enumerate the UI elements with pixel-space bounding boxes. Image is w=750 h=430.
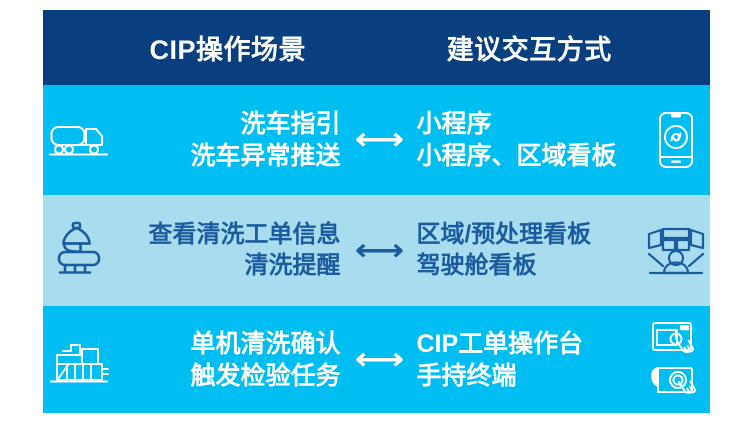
row3-interaction-text: CIP工单操作台 手持终端: [411, 328, 643, 392]
control-room-monitors-icon: [647, 223, 705, 279]
tanker-truck-icon: [48, 119, 110, 161]
table-row: 查看清洗工单信息 清洗提醒 ⟷ 区域/预处理看板 驾驶舱看板: [43, 195, 710, 306]
row3-scenario-line-2: 触发检验任务: [190, 361, 341, 390]
smartphone-miniprogram-icon: [658, 111, 694, 169]
handheld-tablet-icon: [650, 363, 702, 399]
row2-bidirectional-arrow: ⟷: [349, 233, 411, 267]
row1-scenario-text: 洗车指引 洗车异常推送: [115, 108, 349, 172]
table-row: 单机清洗确认 触发检验任务 ⟷ CIP工单操作台 手持终端: [43, 306, 710, 413]
row2-scenario-text: 查看清洗工单信息 清洗提醒: [115, 220, 349, 281]
row2-interaction-text: 区域/预处理看板 驾驶舱看板: [411, 220, 643, 281]
row1-right-icon-cell: [642, 111, 710, 169]
row1-left-icon-cell: [43, 119, 115, 161]
row2-left-icon-cell: [43, 220, 115, 282]
row2-scenario-line-1: 查看清洗工单信息: [148, 220, 341, 248]
row3-left-icon-cell: [43, 331, 115, 389]
row1-interaction-line-1: 小程序: [416, 110, 492, 138]
row3-interaction-line-2: 手持终端: [416, 361, 517, 390]
row2-interaction-line-2: 驾驶舱看板: [416, 251, 537, 279]
row2-right-icon-cell: [642, 223, 710, 279]
row3-bidirectional-arrow: ⟷: [349, 342, 411, 376]
row2-interaction-line-1: 区域/预处理看板: [416, 220, 592, 248]
row1-scenario-line-1: 洗车指引: [240, 110, 341, 138]
row3-right-icon-cell: [642, 321, 710, 399]
row2-scenario-line-2: 清洗提醒: [244, 251, 341, 279]
cip-interaction-table: CIP操作场景 建议交互方式 洗车指引 洗车异常推送: [43, 10, 710, 413]
row3-scenario-line-1: 单机清洗确认: [190, 329, 341, 358]
double-arrow-icon: ⟷: [354, 233, 405, 267]
cip-tank-vessel-icon: [53, 220, 105, 282]
column-header-scenario: CIP操作场景: [149, 35, 306, 65]
double-arrow-icon: ⟷: [354, 342, 405, 376]
column-header-interaction: 建议交互方式: [446, 35, 612, 65]
row1-scenario-line-2: 洗车异常推送: [190, 142, 341, 170]
row1-interaction-text: 小程序 小程序、区域看板: [411, 108, 643, 172]
table-row: 洗车指引 洗车异常推送 ⟷ 小程序 小程序、区域看板: [43, 85, 710, 195]
row3-scenario-text: 单机清洗确认 触发检验任务: [115, 328, 349, 392]
table-header: CIP操作场景 建议交互方式: [43, 10, 710, 85]
touch-console-icon: [651, 321, 701, 361]
double-arrow-icon: ⟷: [354, 123, 405, 156]
row1-interaction-line-2: 小程序、区域看板: [416, 142, 617, 170]
row3-interaction-line-1: CIP工单操作台: [416, 329, 584, 358]
factory-plant-icon: [47, 331, 111, 389]
row1-bidirectional-arrow: ⟷: [349, 125, 411, 155]
